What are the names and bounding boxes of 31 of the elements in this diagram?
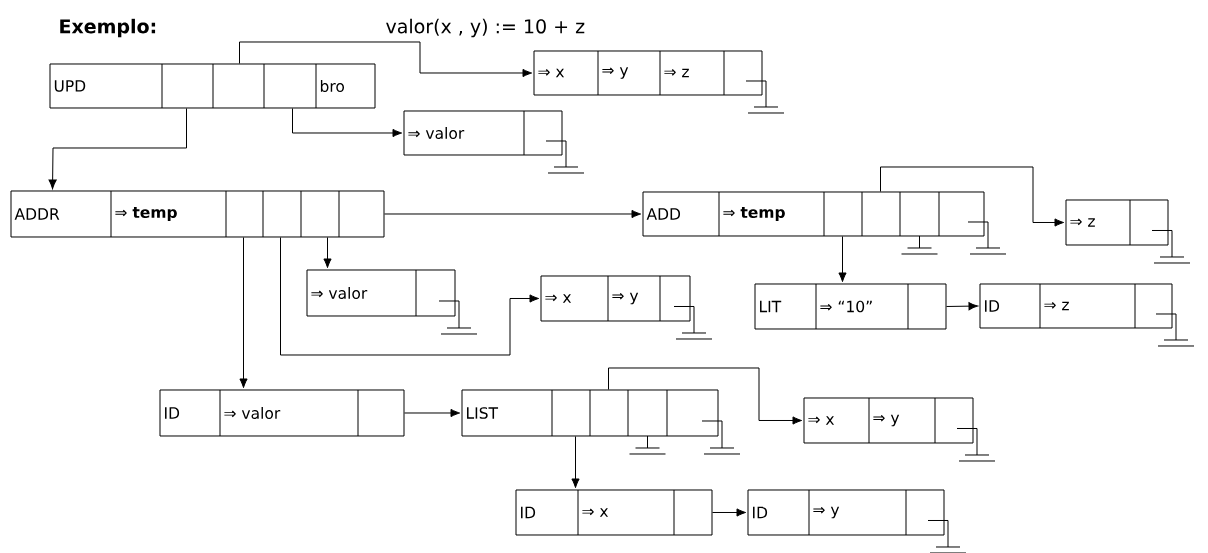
arrow — [838, 236, 847, 283]
arrow — [712, 508, 747, 517]
record-box: UPD bro — [49, 63, 376, 109]
record-box: ⇒ x ⇒ y ⇒ z — [533, 50, 763, 96]
record-box: ⇒ x ⇒ y — [540, 275, 691, 322]
expression-text: valor(x , y) := 10 + z — [386, 18, 585, 38]
arrow — [404, 408, 461, 418]
record-box: LIST — [461, 389, 719, 437]
arrow — [384, 209, 642, 219]
arrow — [571, 436, 580, 489]
arrow — [48, 108, 187, 190]
arrow — [292, 108, 403, 138]
record-box: LIT ⇒ “10” — [754, 283, 947, 330]
record-box: ADDR ⇒ temp — [10, 190, 385, 238]
record-box: ID ⇒ z — [979, 283, 1173, 329]
record-box: ⇒ valor — [306, 269, 456, 317]
arrow — [323, 237, 332, 269]
arrow — [608, 367, 803, 425]
arrow — [880, 166, 1065, 227]
record-box: ADD ⇒ temp — [642, 191, 985, 237]
arrow — [239, 41, 533, 78]
record-box: ⇒ valor — [403, 110, 563, 156]
record-box: ⇒ z — [1065, 199, 1169, 246]
record-box: ID ⇒ valor — [159, 389, 405, 437]
arrow — [946, 302, 979, 311]
arrow — [280, 237, 540, 356]
arrow — [239, 237, 248, 389]
record-box: ID ⇒ x — [515, 489, 713, 536]
record-box: ⇒ x ⇒ y — [803, 397, 974, 444]
record-box: ID ⇒ y — [747, 489, 945, 536]
heading: Exemplo: — [60, 18, 156, 38]
